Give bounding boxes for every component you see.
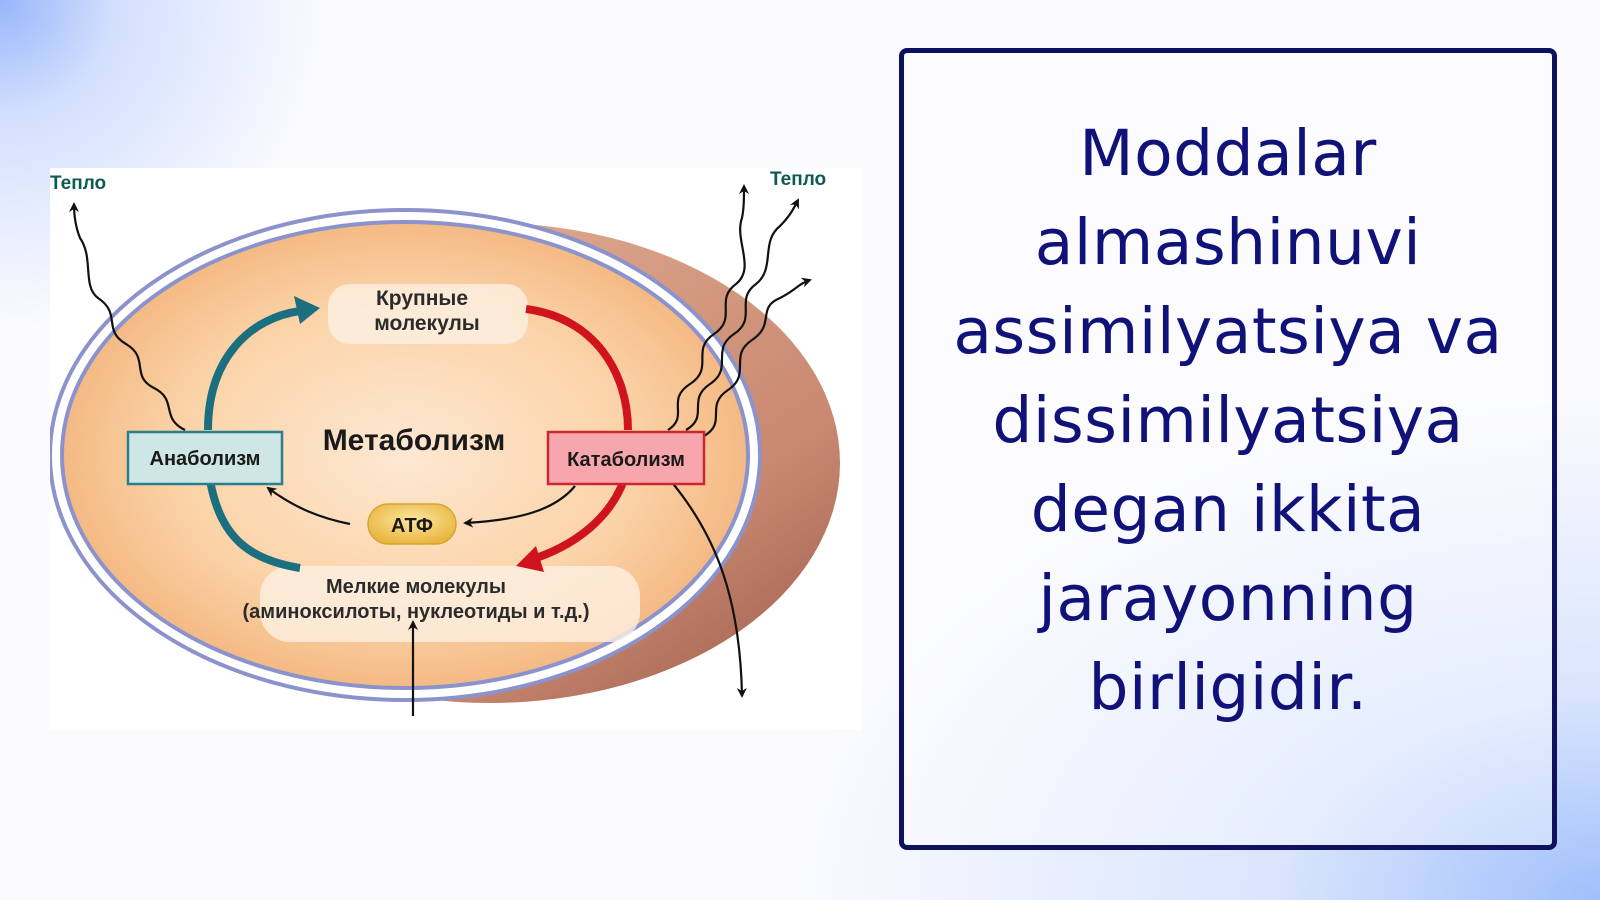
atp-label: АТФ <box>391 515 433 537</box>
anabolism-arrowhead <box>294 296 320 324</box>
anabolism-box <box>126 430 284 486</box>
large-molecules-label-line1: Крупные <box>376 287 468 310</box>
catabolism-arrowhead <box>516 546 544 572</box>
heat-squiggle-right-1 <box>667 184 749 431</box>
catabolism-box <box>546 430 706 486</box>
anabolism-label: Анаболизм <box>150 448 261 470</box>
metabolism-diagram-svg: Анаболизм Катаболизм АТФ Крупные молекул… <box>50 169 840 716</box>
catabolism-arrow-upper <box>525 305 632 431</box>
heat-squiggle-right-3 <box>703 277 812 437</box>
heat-squiggle-right-2 <box>685 198 799 431</box>
heat-squiggle-left <box>69 202 186 431</box>
small-molecules-label-line1: Мелкие молекулы <box>326 576 506 598</box>
anabolism-arrow-upper <box>204 307 301 431</box>
metabolism-diagram: Анаболизм Катаболизм АТФ Крупные молекул… <box>50 168 862 730</box>
atp-shape <box>367 503 457 545</box>
heat-label-left: Тепло <box>50 173 106 194</box>
catabolism-to-atp-arrow <box>463 485 576 528</box>
small-molecules-label-line2: (аминоксилоты, нуклеотиды и т.д.) <box>242 601 589 623</box>
large-molecules-label-line2: молекулы <box>374 312 480 335</box>
definition-text: Moddalar almashinuvi assimilyatsiya va d… <box>953 117 1503 724</box>
output-arrow-right <box>669 479 747 698</box>
anabolism-arrow-lower <box>206 479 301 572</box>
definition-text-box: Moddalar almashinuvi assimilyatsiya va d… <box>899 48 1557 850</box>
catabolism-arrow-lower <box>528 478 628 564</box>
catabolism-label: Катаболизм <box>567 449 685 471</box>
atp-to-anabolism-arrow <box>266 486 351 526</box>
metabolism-title: Метаболизм <box>323 424 506 457</box>
heat-label-right: Тепло <box>770 169 826 190</box>
